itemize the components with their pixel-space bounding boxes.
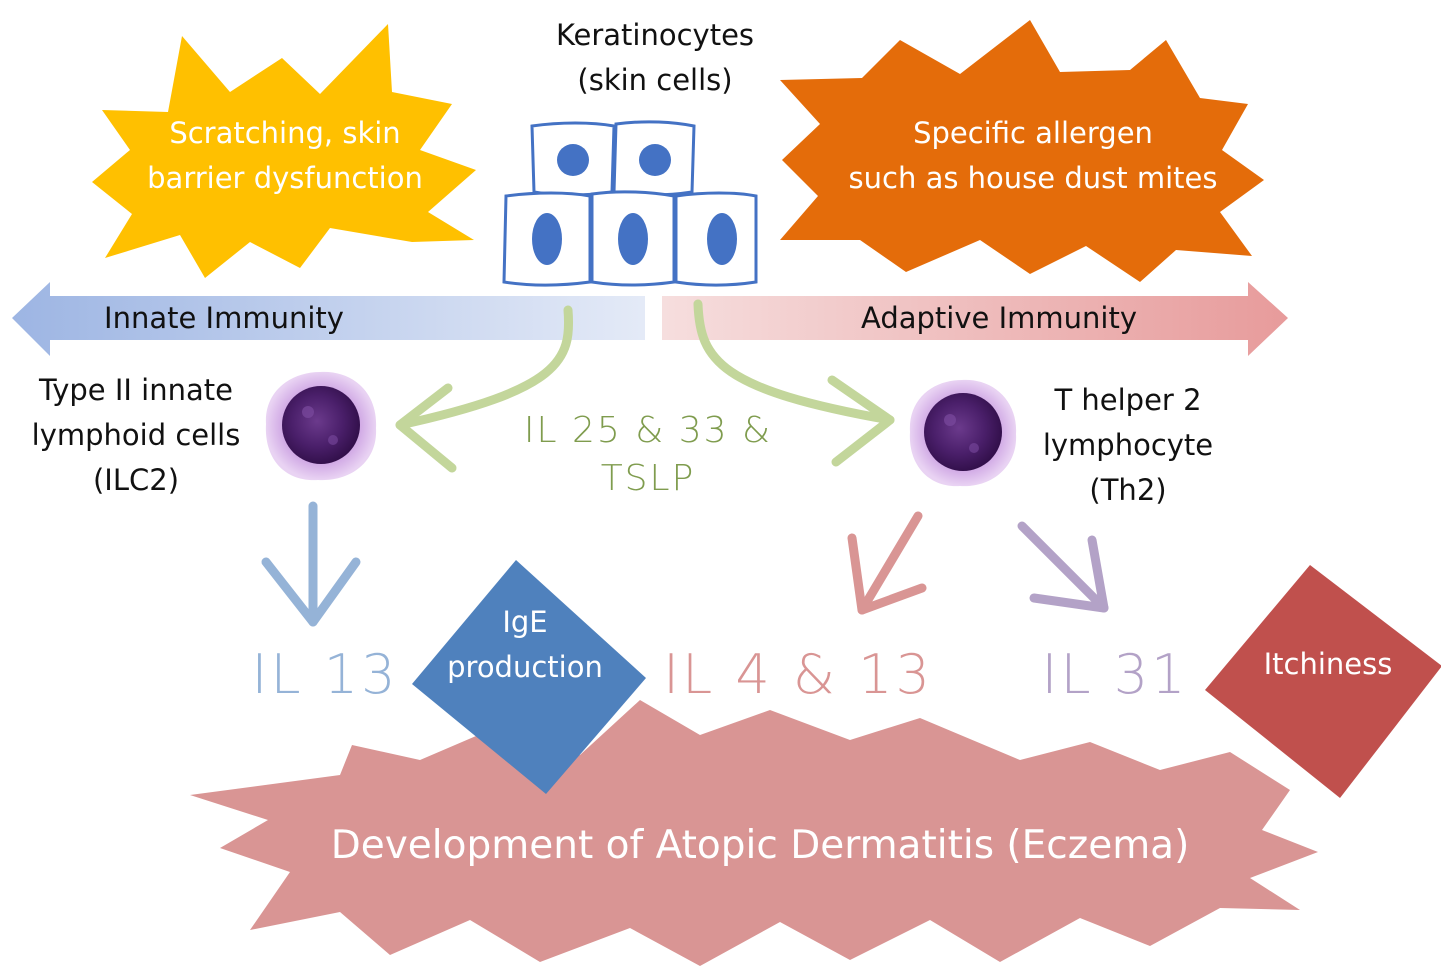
ilc2-cell-icon [265, 371, 377, 481]
innate-immunity-arrow [12, 282, 645, 356]
cytokine-signal-label-line1: IL 25 & 33 & [524, 410, 772, 451]
adaptive-trigger-burst [780, 20, 1264, 282]
ige-label-line2: production [447, 650, 603, 684]
ilc2-label-line3: (ILC2) [93, 463, 179, 497]
itchiness-label: Itchiness [1264, 647, 1393, 681]
innate-immunity-label: Innate Immunity [104, 301, 344, 335]
th2-to-il31-arrow [1017, 521, 1109, 613]
cytokine-signal-label-line2: TSLP [601, 458, 696, 499]
innate-trigger-label-line1: Scratching, skin [169, 116, 400, 150]
signal-arrow-to-ilc2 [395, 305, 574, 430]
outcome-label: Development of Atopic Dermatitis (Eczema… [331, 823, 1190, 868]
th2-label-line3: (Th2) [1089, 473, 1166, 507]
keratinocyte-nuclei [532, 144, 737, 265]
innate-trigger-label-line2: barrier dysfunction [147, 161, 423, 195]
innate-trigger-burst [92, 24, 476, 278]
signal-arrowhead-th2 [827, 375, 895, 467]
ige-production-diamond [412, 560, 646, 794]
adaptive-immunity-label: Adaptive Immunity [861, 301, 1137, 335]
signal-arrowhead-ilc2 [395, 383, 457, 473]
ilc2-label-line2: lymphoid cells [32, 418, 241, 452]
ilc2-to-il13-arrow [261, 501, 361, 627]
il31-label: IL 31 [1042, 643, 1189, 706]
signal-arrow-to-th2 [693, 299, 895, 425]
il4-13-label: IL 4 & 13 [663, 643, 933, 706]
cytokine-signal-arrows [395, 299, 895, 473]
th2-cell-icon [909, 379, 1017, 487]
ige-label-line1: IgE [502, 605, 547, 639]
adaptive-immunity-arrow [662, 282, 1288, 356]
itchiness-diamond [1205, 565, 1441, 798]
th2-label-line1: T helper 2 [1053, 383, 1201, 417]
adaptive-trigger-label-line2: such as house dust mites [849, 161, 1218, 195]
adaptive-trigger-label-line1: Specific allergen [913, 116, 1153, 150]
il13-label: IL 13 [252, 643, 399, 706]
keratinocytes-sublabel: (skin cells) [577, 63, 732, 97]
keratinocytes-label: Keratinocytes [556, 18, 754, 52]
th2-label-line2: lymphocyte [1043, 428, 1213, 462]
outcome-burst [190, 700, 1318, 966]
th2-to-il4-13-arrow [847, 511, 927, 615]
ilc2-label-line1: Type II innate [38, 373, 233, 407]
